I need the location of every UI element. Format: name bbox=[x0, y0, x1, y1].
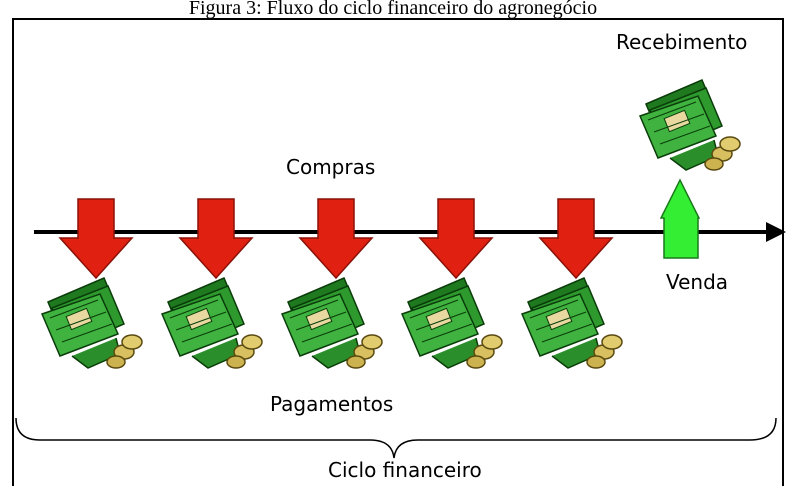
sale-arrow bbox=[659, 178, 701, 259]
purchase-arrow-1 bbox=[58, 198, 134, 280]
receipt-label: Recebimento bbox=[616, 30, 748, 54]
money-stack-icon bbox=[639, 79, 741, 171]
figure-caption: Figura 3: Fluxo do ciclo financeiro do a… bbox=[188, 0, 598, 19]
payments-label: Pagamentos bbox=[270, 392, 394, 416]
purchase-arrow-2 bbox=[178, 198, 254, 280]
purchase-arrow-5 bbox=[538, 198, 614, 280]
sale-label: Venda bbox=[666, 270, 729, 294]
money-stack-icon bbox=[401, 277, 503, 369]
money-stack-icon bbox=[41, 277, 143, 369]
diagram-frame bbox=[12, 18, 784, 486]
purchases-label: Compras bbox=[286, 155, 376, 179]
money-stack-icon bbox=[521, 277, 623, 369]
cycle-brace bbox=[15, 417, 777, 459]
money-stack-icon bbox=[161, 277, 263, 369]
money-stack-icon bbox=[281, 277, 383, 369]
timeline-arrowhead bbox=[766, 222, 786, 242]
purchase-arrow-4 bbox=[418, 198, 494, 280]
cycle-label: Ciclo financeiro bbox=[328, 458, 482, 482]
purchase-arrow-3 bbox=[298, 198, 374, 280]
